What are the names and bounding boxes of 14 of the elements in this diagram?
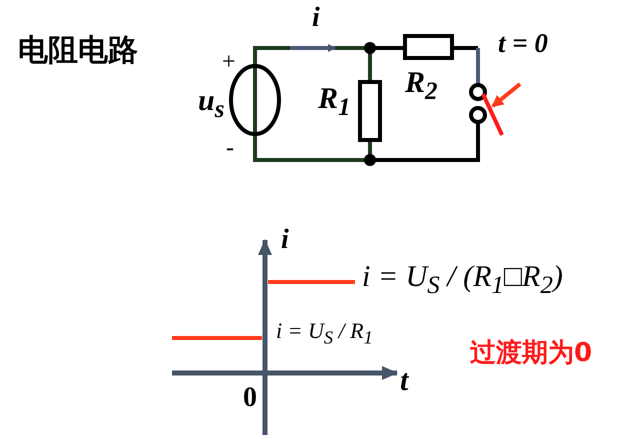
polarity-sign: + bbox=[222, 50, 236, 74]
title-text: 电阻电路 bbox=[18, 36, 138, 66]
axis-origin-label: 0 bbox=[243, 384, 257, 412]
axis-label: i bbox=[281, 226, 289, 254]
formula-text: i = U$_{S}$ / (R$_{1}$□R$_{2}$) bbox=[362, 262, 563, 298]
resistor-label: R$_{2}$ bbox=[405, 68, 438, 104]
note-text: 过渡期为0 bbox=[470, 340, 592, 366]
current-label: i bbox=[312, 4, 320, 32]
polarity-sign: - bbox=[226, 136, 234, 160]
formula-text: i = U$_{S}$ / R$_{1}$ bbox=[276, 320, 373, 347]
switch-time-label: t = 0 bbox=[498, 30, 548, 57]
source-label: u$_{s}$ bbox=[198, 86, 224, 122]
axis-label: t bbox=[400, 366, 408, 396]
resistor-label: R$_{1}$ bbox=[318, 84, 351, 120]
